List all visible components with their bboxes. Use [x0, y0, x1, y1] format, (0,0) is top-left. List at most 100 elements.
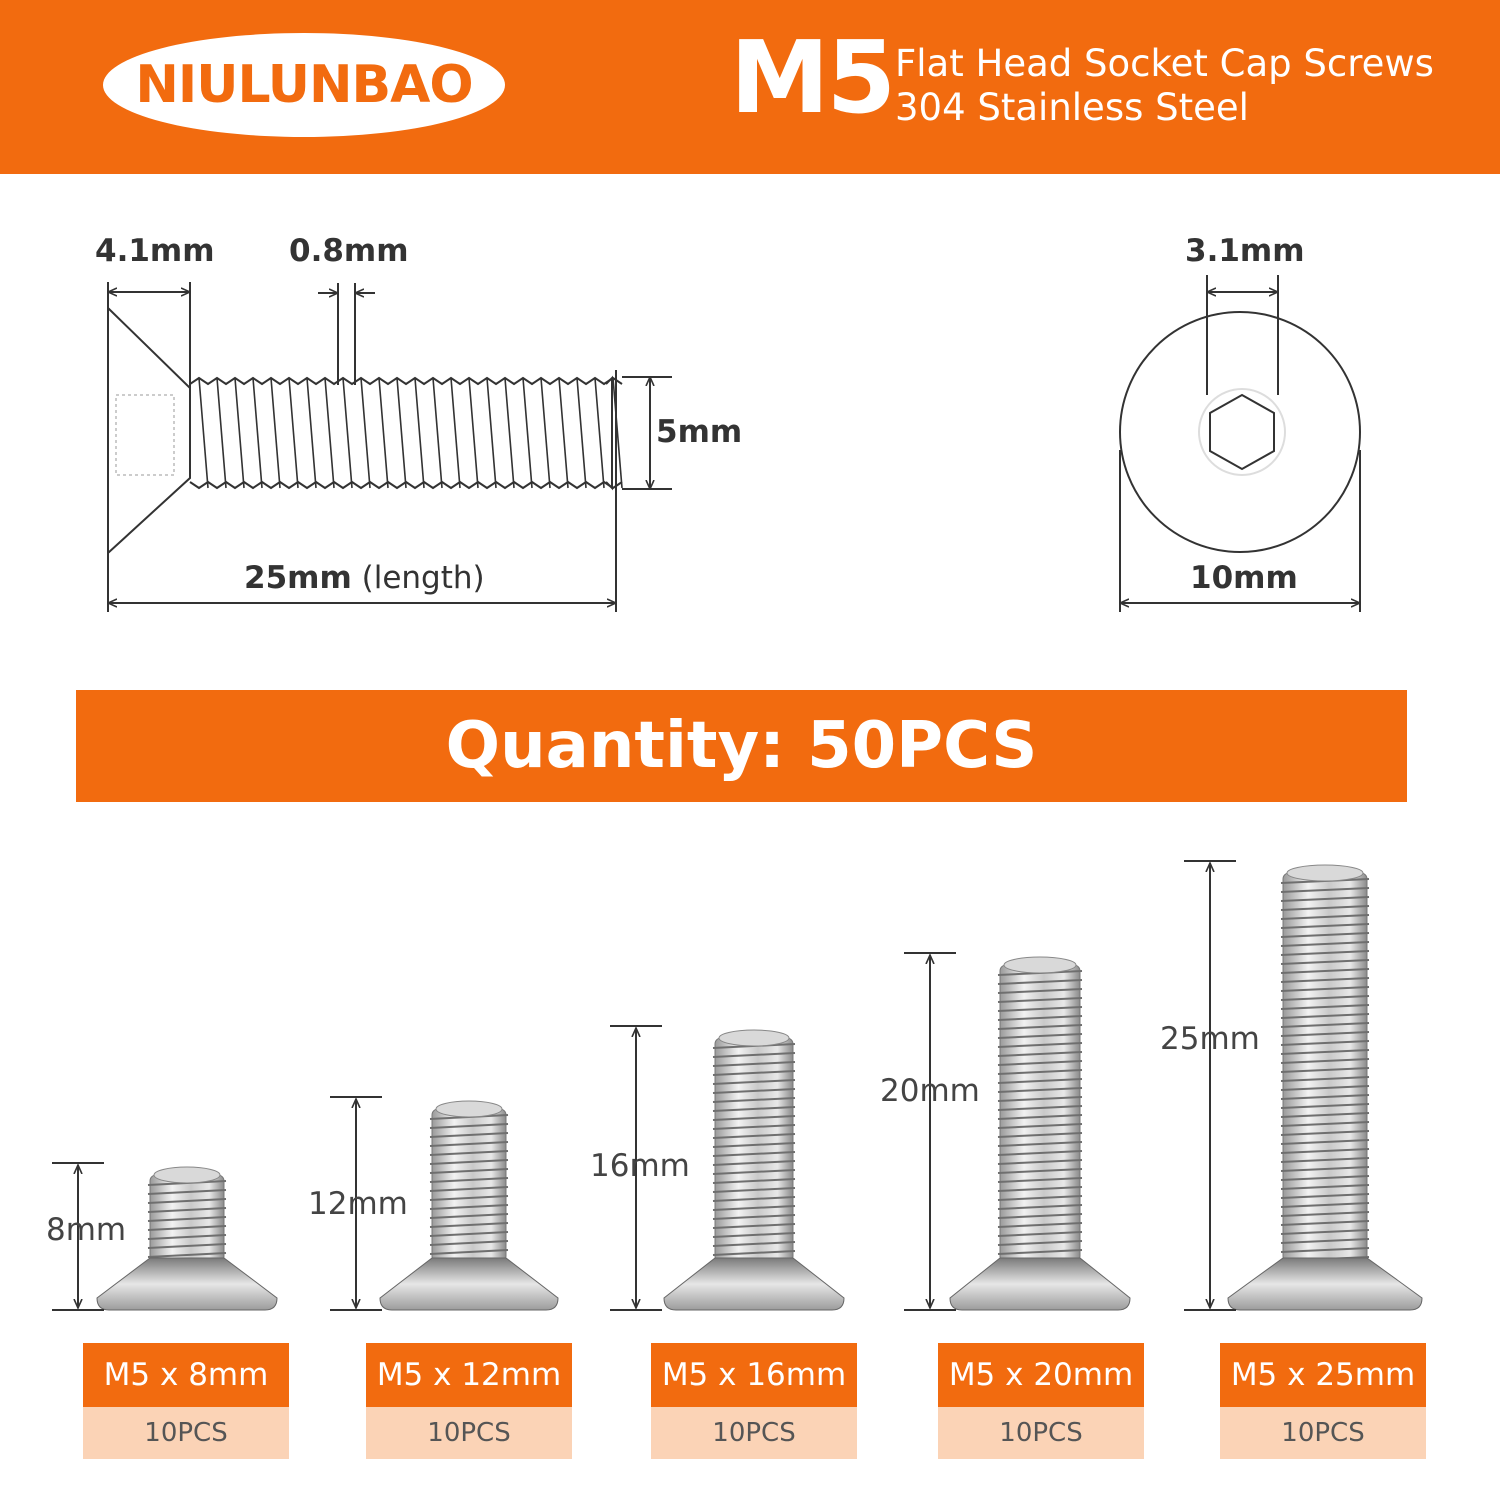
thread-ridge — [997, 1051, 1083, 1057]
length-value: 25mm — [244, 560, 352, 596]
pcs-tag-12mm: 10PCS — [366, 1407, 572, 1459]
screw-head — [96, 1257, 278, 1311]
length-label-20mm: 20mm — [880, 1073, 980, 1109]
thread-ridge — [1280, 914, 1370, 920]
thread-ridge — [1280, 1031, 1370, 1037]
thread-ridge — [1280, 977, 1370, 983]
thread-ridge — [712, 1232, 796, 1238]
thread-ridge — [429, 1231, 509, 1237]
thread-profile — [189, 375, 623, 491]
thread-ridge — [1280, 1022, 1370, 1028]
thread-ridge — [429, 1213, 509, 1219]
thread-crest — [342, 377, 353, 489]
thread-crest — [414, 377, 425, 489]
thread-ridge — [997, 1150, 1083, 1156]
screw-shaft — [431, 1108, 507, 1263]
thread-ridge — [712, 1097, 796, 1103]
thread-ridge — [997, 1240, 1083, 1246]
thread-crest — [468, 377, 479, 489]
thread-ridge — [712, 1115, 796, 1121]
thread-ridge — [712, 1061, 796, 1067]
thread-ridge — [429, 1141, 509, 1147]
pcs-tag-25mm: 10PCS — [1220, 1407, 1426, 1459]
product-material: 304 Stainless Steel — [895, 86, 1249, 129]
thread-ridge — [147, 1189, 227, 1195]
thread-ridge — [147, 1225, 227, 1231]
length-label-25mm: 25mm — [1160, 1021, 1260, 1057]
thread-ridge — [429, 1240, 509, 1246]
thread-pitch-label: 0.8mm — [289, 233, 409, 269]
thread-ridge — [1280, 1193, 1370, 1199]
thread-ridge — [1280, 1139, 1370, 1145]
thread-crest — [522, 377, 533, 489]
thread-tip — [605, 375, 613, 491]
product-screw-12mm — [330, 1096, 559, 1311]
thread-ridge — [1280, 941, 1370, 947]
screw-head — [663, 1257, 845, 1311]
thread-ridge — [429, 1186, 509, 1192]
thread-ridge — [1280, 1202, 1370, 1208]
thread-ridge — [429, 1204, 509, 1210]
thread-ridge — [147, 1198, 227, 1204]
screw-head-outline — [107, 305, 191, 556]
thread-ridge — [1280, 1013, 1370, 1019]
head-diameter-label: 10mm — [1190, 560, 1298, 596]
product-screw-8mm — [52, 1162, 278, 1311]
thread-ridge — [997, 1069, 1083, 1075]
thread-ridge — [147, 1252, 227, 1258]
thread-ridge — [1280, 923, 1370, 929]
thread-ridge — [997, 1006, 1083, 1012]
model-code: M5 — [730, 19, 896, 136]
thread-ridge — [997, 1213, 1083, 1219]
head-height-label: 4.1mm — [95, 233, 215, 269]
thread-crest — [558, 377, 569, 489]
thread-ridge — [997, 1195, 1083, 1201]
thread-ridge — [997, 997, 1083, 1003]
thread-ridge — [997, 1033, 1083, 1039]
thread-ridge — [1280, 887, 1370, 893]
thread-ridge — [1280, 968, 1370, 974]
thread-ridge — [712, 1088, 796, 1094]
thread-ridge — [712, 1079, 796, 1085]
thread-ridge — [1280, 959, 1370, 965]
screw-end — [1286, 864, 1364, 882]
thread-ridge — [1280, 1049, 1370, 1055]
side-view-screw — [107, 282, 672, 612]
thread-ridge — [429, 1222, 509, 1228]
thread-crest — [234, 377, 245, 489]
thread-ridge — [712, 1196, 796, 1202]
size-tag-25mm: M5 x 25mm — [1220, 1343, 1426, 1407]
thread-ridge — [429, 1168, 509, 1174]
thread-crest — [198, 377, 209, 489]
thread-ridge — [1280, 1157, 1370, 1163]
thread-ridge — [997, 1123, 1083, 1129]
screw-end — [435, 1100, 503, 1118]
thread-ridge — [1280, 986, 1370, 992]
header-banner: NIULUNBAO M5 Flat Head Socket Cap Screws… — [0, 0, 1500, 174]
thread-ridge — [997, 1114, 1083, 1120]
thread-ridge — [1280, 1220, 1370, 1226]
size-tag-12mm: M5 x 12mm — [366, 1343, 572, 1407]
top-view-screw — [1119, 275, 1361, 612]
thread-crest — [540, 377, 551, 489]
thread-crest — [252, 377, 263, 489]
product-type: Flat Head Socket Cap Screws — [895, 42, 1434, 85]
thread-ridge — [997, 1168, 1083, 1174]
thread-ridge — [997, 1249, 1083, 1255]
thread-ridge — [429, 1150, 509, 1156]
thread-top-edge — [189, 376, 623, 386]
thread-ridge — [1280, 1229, 1370, 1235]
thread-crest — [504, 377, 515, 489]
length-label-8mm: 8mm — [46, 1212, 127, 1248]
thread-ridge — [997, 1096, 1083, 1102]
thread-ridge — [712, 1250, 796, 1256]
thread-ridge — [997, 1204, 1083, 1210]
thread-ridge — [1280, 896, 1370, 902]
thread-ridge — [429, 1249, 509, 1255]
thread-ridge — [1280, 1184, 1370, 1190]
length-word: (length) — [361, 560, 485, 596]
thread-ridge — [712, 1106, 796, 1112]
thread-ridge — [997, 1042, 1083, 1048]
hex-socket-hidden-line — [115, 394, 175, 476]
thread-ridge — [712, 1160, 796, 1166]
